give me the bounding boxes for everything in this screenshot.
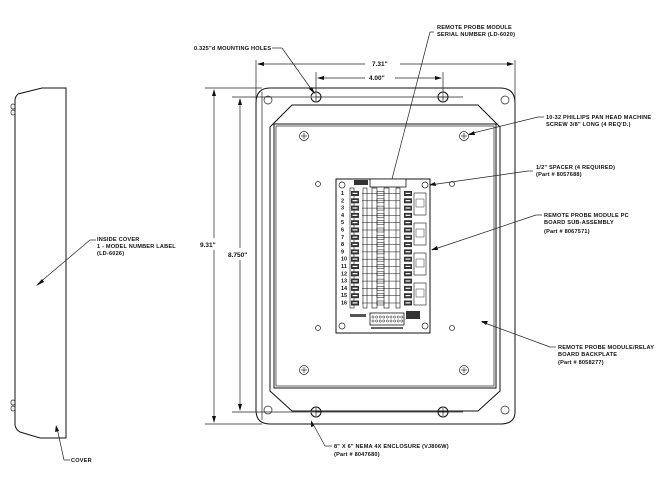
screw-label-1: 10-32 PHILLIPS PAN HEAD MACHINE <box>546 115 651 121</box>
backplate-label-1: REMOTE PROBE MODULE/RELAY <box>558 345 654 351</box>
terminal-number: 12 <box>341 271 347 277</box>
connector-pin <box>396 315 400 319</box>
connector-pin <box>375 319 378 323</box>
connector-pin <box>378 319 382 323</box>
spacer-callout: 1/2" SPACER (4 REQUIRED) (Part # 8057688… <box>429 165 615 186</box>
inside-cover-label-3: (LD-6026) <box>97 251 124 257</box>
dimension-overall-width: 7.31" <box>255 60 516 100</box>
cover-label: COVER <box>71 458 92 464</box>
screw-label-2: SCREW 3/8" LONG (4 REQ'D.) <box>546 122 631 128</box>
inside-cover-label-2: 1 - MODEL NUMBER LABEL <box>97 244 176 250</box>
terminal-number: 10 <box>341 257 347 263</box>
connector-pin <box>382 315 386 319</box>
terminal-number: 9 <box>341 249 344 255</box>
connector-pin <box>371 315 375 319</box>
serial-label-2: SERIAL NUMBER (LD-6020) <box>437 32 515 38</box>
terminal-number: 13 <box>341 279 347 285</box>
enclosure-label-1: 8" X 6" NEMA 4X ENCLOSURE (VJ806W) <box>334 444 449 450</box>
backplate-label-2: BOARD BACKPLATE <box>558 352 617 358</box>
backplate-holes <box>315 181 455 331</box>
overall-height-value: 9.31" <box>200 242 216 249</box>
terminal-number: 8 <box>341 242 344 248</box>
enclosure-label-2: (Part # 8047680) <box>334 452 380 458</box>
connector-pin <box>371 319 375 323</box>
terminal-number: 7 <box>341 235 344 241</box>
pcb-label-1: REMOTE PROBE MODULE PC <box>544 213 629 219</box>
enclosure-outline <box>255 87 516 425</box>
inside-cover-label-1: INSIDE COVER <box>97 237 140 243</box>
connector-pin <box>393 319 396 323</box>
connector-pin <box>389 315 393 319</box>
backplate-label-3: (Part # 8058277) <box>558 360 604 366</box>
terminal-number: 3 <box>341 206 344 212</box>
connector-pin <box>393 315 396 319</box>
terminal-number: 14 <box>341 286 348 292</box>
connector-pin <box>396 319 400 323</box>
backplate-callout: REMOTE PROBE MODULE/RELAY BOARD BACKPLAT… <box>481 321 654 366</box>
pcb-label-2: BOARD SUB-ASSEMBLY <box>544 220 614 226</box>
relay-block <box>413 192 427 216</box>
connector-pin <box>389 319 393 323</box>
terminal-number: 6 <box>341 228 344 234</box>
spacer-label-2: (Part # 8057688) <box>536 172 582 178</box>
screw-callout: 10-32 PHILLIPS PAN HEAD MACHINE SCREW 3/… <box>468 115 651 135</box>
connector-pin <box>386 315 389 319</box>
serial-number-label <box>369 178 407 188</box>
relay-block <box>413 252 427 276</box>
terminal-number: 4 <box>341 213 345 219</box>
backplate-screws <box>299 131 469 375</box>
corner-holes <box>263 95 510 415</box>
terminal-number: 2 <box>341 198 344 204</box>
cover-side-view <box>10 87 67 439</box>
spacer-label-1: 1/2" SPACER (4 REQUIRED) <box>536 165 615 171</box>
mounting-holes-callout: 0.325"d MOUNTING HOLES <box>194 46 315 94</box>
inner-height-value: 8.750" <box>228 252 247 259</box>
mounting-holes-label: 0.325"d MOUNTING HOLES <box>194 46 271 52</box>
pcb-label-3: (Part # 8067571) <box>544 229 590 235</box>
enclosure-callout: 8" X 6" NEMA 4X ENCLOSURE (VJ806W) (Part… <box>311 420 449 458</box>
connector-pin <box>378 315 382 319</box>
pc-board-callout: REMOTE PROBE MODULE PC BOARD SUB-ASSEMBL… <box>431 213 629 251</box>
connector-pin <box>382 319 386 323</box>
cover-callout: COVER <box>55 425 92 464</box>
terminal-number: 16 <box>341 301 347 307</box>
overall-width-value: 7.31" <box>372 61 388 68</box>
serial-number-callout: REMOTE PROBE MODULE SERIAL NUMBER (LD-60… <box>391 25 515 180</box>
connector-pin <box>400 319 404 323</box>
dimension-hole-spacing: 4.00" <box>315 72 444 92</box>
dimension-overall-height: 9.31" <box>200 87 262 425</box>
bottom-connector <box>369 312 405 326</box>
inside-cover-callout: INSIDE COVER 1 - MODEL NUMBER LABEL (LD-… <box>36 237 176 286</box>
connector-pin <box>400 315 404 319</box>
relay-block <box>413 222 427 246</box>
dimension-inner-height: 8.750" <box>228 96 310 413</box>
terminal-number: 5 <box>341 220 344 226</box>
hole-spacing-value: 4.00" <box>369 75 385 82</box>
relay-block <box>413 282 427 306</box>
connector-pin <box>386 319 389 323</box>
connector-pin <box>375 315 378 319</box>
terminal-number: 1 <box>341 191 344 197</box>
terminal-number: 15 <box>341 293 347 299</box>
terminal-number: 11 <box>341 264 347 270</box>
serial-label-1: REMOTE PROBE MODULE <box>437 25 512 31</box>
mounting-holes <box>310 91 449 418</box>
